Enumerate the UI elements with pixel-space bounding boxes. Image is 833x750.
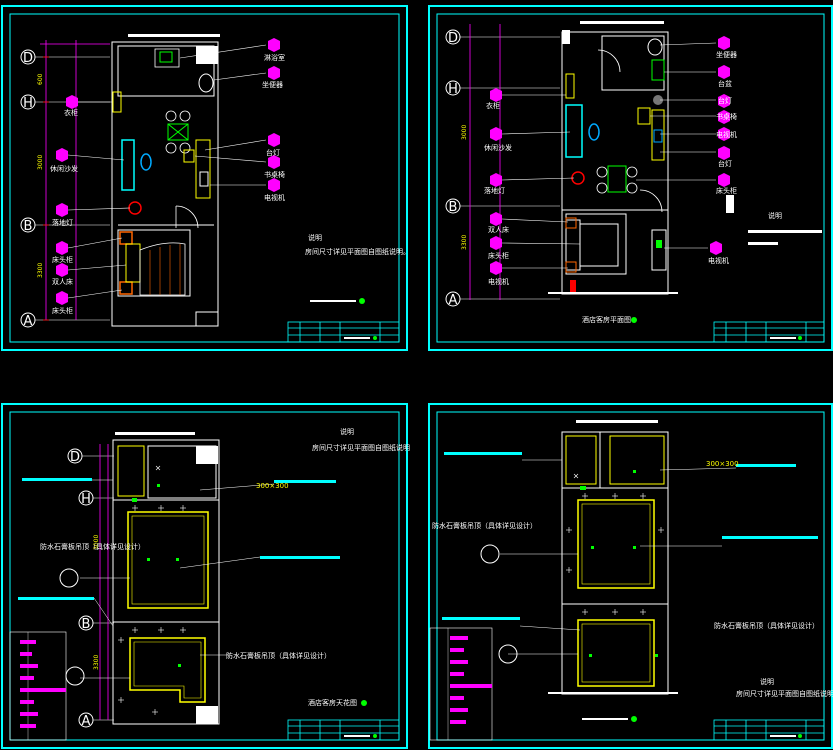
callout-label: 坐便器 bbox=[716, 50, 737, 59]
note-title: 说明 bbox=[340, 427, 354, 436]
title-block bbox=[287, 719, 400, 741]
axis-h-label: H bbox=[23, 96, 33, 111]
callout-label: 电视机 bbox=[488, 277, 509, 286]
callout-label: 床头柜 bbox=[488, 251, 509, 260]
axis-a-label: A bbox=[82, 714, 91, 729]
dim-label: 3000 bbox=[37, 155, 44, 170]
dim-label: 3000 bbox=[461, 125, 468, 140]
axis-a-label: A bbox=[449, 293, 458, 308]
callout-label: 电视机 bbox=[264, 193, 285, 202]
panel-1-callouts: 淋浴室 坐便器 衣柜 台灯 休闲沙发 书桌椅 电视机 落地灯 床头柜 双人床 床… bbox=[50, 38, 285, 315]
dim-label: 3000 bbox=[93, 535, 100, 550]
callout-label: 书桌椅 bbox=[264, 170, 285, 179]
panel-1-floor-plan: D H B A 600 3000 3300 bbox=[20, 34, 410, 343]
callout-label: 衣柜 bbox=[64, 108, 78, 117]
axis-h-label: H bbox=[81, 492, 91, 507]
callout-label: 休闲沙发 bbox=[50, 164, 78, 173]
dim-label: 3300 bbox=[37, 263, 44, 278]
note-text: 房间尺寸详见平面图自图纸说明 bbox=[312, 443, 410, 452]
callout-label: 双人床 bbox=[488, 225, 509, 234]
title-block bbox=[713, 321, 825, 343]
callout-label: 电视机 bbox=[708, 256, 729, 265]
panel-3-ceiling-plan: D H B A 3000 3300 bbox=[9, 427, 410, 741]
callout-label: 电视机 bbox=[716, 130, 737, 139]
note-title: 说明 bbox=[308, 233, 322, 242]
panel-4-ceiling-plan: 300×300 防水石膏板吊顶（具体详见设计） 防水石膏板吊顶（具体详见设计） … bbox=[429, 420, 833, 741]
dim-label: 3300 bbox=[461, 235, 468, 250]
callout-label: 淋浴室 bbox=[264, 53, 285, 62]
callout-label: 坐便器 bbox=[262, 80, 283, 89]
axis-b-label: B bbox=[24, 219, 33, 234]
axis-b-label: B bbox=[82, 617, 91, 632]
callout-label: 台灯 bbox=[718, 96, 732, 105]
panel-2-callouts: 坐便器 台盆 衣柜 台灯 休闲沙发 书桌椅 落地灯 电视机 台灯 床头柜 双人床… bbox=[484, 36, 737, 286]
callout-label: 台灯 bbox=[266, 148, 280, 157]
note-title: 说明 bbox=[760, 677, 774, 686]
legend-table bbox=[9, 631, 67, 741]
note-text: 房间尺寸详见平面图自图纸说明。 bbox=[736, 689, 833, 698]
callout-label: 台盆 bbox=[718, 79, 732, 88]
note-title: 说明 bbox=[768, 211, 782, 220]
callout-label: 落地灯 bbox=[484, 186, 505, 195]
title-block bbox=[713, 719, 825, 741]
note-text: 房间尺寸详见平面图自图纸说明。 bbox=[305, 247, 410, 256]
ceiling-annotation: 防水石膏板吊顶（具体详见设计） bbox=[432, 521, 537, 530]
callout-label: 书桌椅 bbox=[716, 112, 737, 121]
ceiling-annotation: 防水石膏板吊顶（具体详见设计） bbox=[40, 542, 145, 551]
panel-frames bbox=[1, 5, 833, 749]
axis-d-label: D bbox=[23, 51, 33, 66]
axis-a-label: A bbox=[24, 314, 33, 329]
ceiling-annotation: 防水石膏板吊顶（具体详见设计） bbox=[226, 651, 331, 660]
callout-label: 床头柜 bbox=[52, 255, 73, 264]
grid-size-label: 300×300 bbox=[706, 460, 739, 468]
axis-d-label: D bbox=[70, 450, 80, 465]
callout-label: 床头柜 bbox=[52, 306, 73, 315]
callout-label: 休闲沙发 bbox=[484, 143, 512, 152]
panel-2-floor-plan: D H B A 3000 3300 bbox=[445, 21, 825, 343]
dim-label: 3300 bbox=[93, 655, 100, 670]
callout-label: 双人床 bbox=[52, 277, 73, 286]
callout-label: 床头柜 bbox=[716, 186, 737, 195]
drawing-caption: 酒店客房平面图 bbox=[582, 315, 631, 324]
axis-d-label: D bbox=[448, 31, 458, 46]
ceiling-annotation: 防水石膏板吊顶（具体详见设计） bbox=[714, 621, 819, 630]
callout-label: 台灯 bbox=[718, 159, 732, 168]
title-block bbox=[287, 321, 400, 343]
grid-size-label: 300×300 bbox=[256, 482, 289, 490]
legend-table bbox=[429, 627, 493, 741]
dim-label: 600 bbox=[37, 73, 44, 85]
axis-h-label: H bbox=[448, 82, 458, 97]
callout-label: 衣柜 bbox=[486, 101, 500, 110]
callout-label: 落地灯 bbox=[52, 218, 73, 227]
axis-b-label: B bbox=[449, 200, 458, 215]
drawing-caption: 酒店客房天花图 bbox=[308, 698, 357, 707]
